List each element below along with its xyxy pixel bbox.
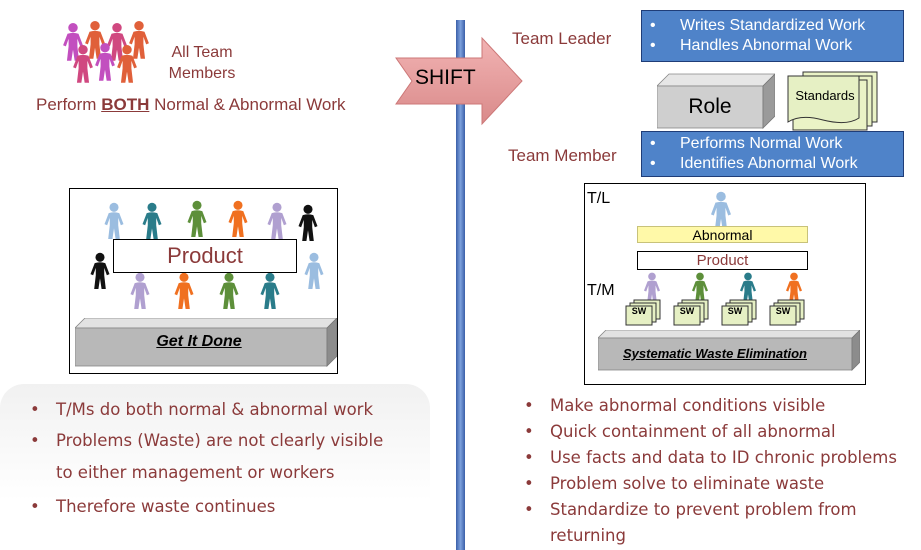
all-team-members-label: All Team Members bbox=[157, 42, 247, 84]
perform-emphasis: BOTH bbox=[101, 95, 150, 114]
team-leader-duties-box: Writes Standardized Work Handles Abnorma… bbox=[641, 10, 904, 62]
list-item: Problem solve to eliminate waste bbox=[518, 471, 897, 497]
product-box-right: Product bbox=[637, 251, 808, 270]
systematic-waste-base bbox=[598, 330, 860, 371]
team-leader-label: Team Leader bbox=[512, 29, 612, 48]
team-leader-duty: Writes Standardized Work bbox=[642, 16, 903, 36]
team-leader-person-icon bbox=[711, 191, 731, 230]
team-member-duties-box: Performs Normal Work Identifies Abnormal… bbox=[641, 131, 904, 177]
sw-label: SW bbox=[775, 306, 791, 316]
perform-prefix: Perform bbox=[36, 95, 102, 114]
team-group-icon bbox=[63, 20, 149, 83]
team-member-duty: Identifies Abnormal Work bbox=[642, 154, 903, 174]
get-it-done-base bbox=[75, 318, 337, 367]
perform-suffix: Normal & Abnormal Work bbox=[149, 95, 346, 114]
role-label: Role bbox=[688, 95, 732, 118]
list-item: Quick containment of all abnormal bbox=[518, 419, 897, 445]
document-stack-icon bbox=[787, 71, 878, 131]
team-member-label: Team Member bbox=[508, 146, 617, 165]
standards-label: Standards bbox=[795, 88, 855, 103]
get-it-done-label: Get It Done bbox=[156, 333, 242, 350]
abnormal-box: Abnormal bbox=[637, 226, 808, 243]
systematic-waste-label: Systematic Waste Elimination bbox=[623, 346, 807, 361]
right-bullet-list: Make abnormal conditions visible Quick c… bbox=[518, 393, 897, 549]
team-leader-duty: Handles Abnormal Work bbox=[642, 36, 903, 56]
shift-label: SHIFT bbox=[415, 66, 476, 89]
all-team-line1: All Team bbox=[171, 44, 233, 61]
tl-label: T/L bbox=[587, 190, 611, 207]
list-item: Therefore waste continues bbox=[24, 487, 383, 527]
sw-label: SW bbox=[727, 306, 743, 316]
team-members-with-sw-icon bbox=[625, 272, 805, 326]
list-item: to either management or workers bbox=[56, 463, 335, 482]
role-box-icon bbox=[657, 73, 775, 129]
list-item: T/Ms do both normal & abnormal work bbox=[24, 396, 383, 423]
sw-label: SW bbox=[679, 306, 695, 316]
left-bullet-list: T/Ms do both normal & abnormal work Prob… bbox=[24, 396, 383, 527]
team-member-duty: Performs Normal Work bbox=[642, 134, 903, 154]
product-box: Product bbox=[113, 239, 297, 273]
center-divider bbox=[456, 20, 465, 550]
shift-arrow-icon bbox=[395, 36, 523, 126]
list-item: returning bbox=[550, 526, 626, 545]
list-item: Problems (Waste) are not clearly visible bbox=[24, 423, 383, 459]
list-item: Make abnormal conditions visible bbox=[518, 393, 897, 419]
list-item: Standardize to prevent problem from bbox=[518, 497, 897, 523]
all-team-line2: Members bbox=[168, 65, 236, 82]
perform-both-label: Perform BOTH Normal & Abnormal Work bbox=[36, 95, 346, 115]
tm-label: T/M bbox=[587, 282, 615, 299]
sw-label: SW bbox=[631, 306, 647, 316]
list-item: Use facts and data to ID chronic problem… bbox=[518, 445, 897, 471]
